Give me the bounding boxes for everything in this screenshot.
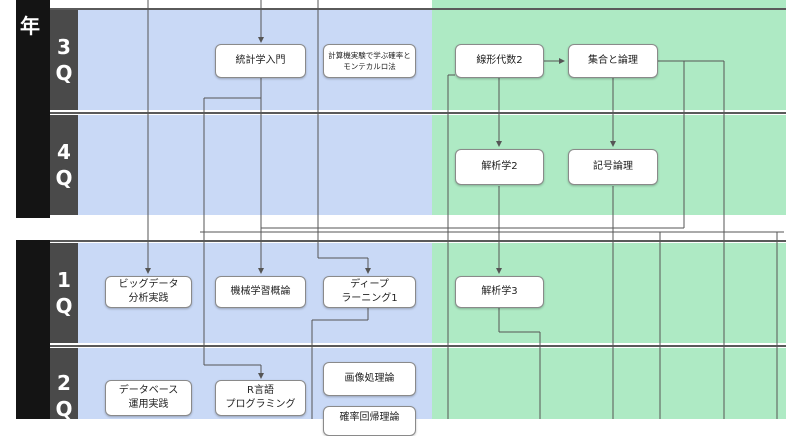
row-divider-1q-2q	[50, 345, 786, 347]
node-sets-and-logic[interactable]: 集合と論理	[568, 44, 658, 78]
zone-blue-4q	[78, 115, 432, 215]
quarter-2q-number: 2	[57, 371, 71, 395]
row-divider-top	[50, 8, 786, 10]
quarter-4q-number: 4	[57, 140, 71, 164]
quarter-3q-letter: Q	[55, 61, 73, 85]
year-bar-top	[16, 0, 50, 218]
year-bar-bottom	[16, 240, 50, 419]
node-symbolic-logic[interactable]: 記号論理	[568, 149, 658, 185]
row-divider-year	[50, 240, 786, 242]
year-label-top: 年	[20, 14, 40, 38]
quarter-1q-letter: Q	[55, 294, 73, 318]
node-intro-statistics[interactable]: 統計学入門	[215, 44, 306, 78]
node-probability-monte-carlo[interactable]: 計算機実験で学ぶ確率と モンテカルロ法	[323, 44, 416, 78]
quarter-4q: 4 Q	[50, 115, 78, 215]
quarter-3q-number: 3	[57, 35, 71, 59]
node-big-data[interactable]: ビッグデータ 分析実践	[105, 276, 192, 308]
connector-lines	[145, 0, 784, 419]
zone-green-top-strip	[432, 0, 786, 8]
node-ml-overview[interactable]: 機械学習概論	[215, 276, 306, 308]
node-analysis-3[interactable]: 解析学3	[455, 276, 544, 308]
quarter-2q-letter: Q	[55, 397, 73, 421]
node-r-programming[interactable]: R言語 プログラミング	[215, 380, 306, 416]
node-image-processing[interactable]: 画像処理論	[323, 362, 416, 396]
node-database[interactable]: データベース 運用実践	[105, 380, 192, 416]
row-divider-3q-4q	[50, 112, 786, 114]
quarter-2q: 2 Q	[50, 348, 78, 421]
node-analysis-2[interactable]: 解析学2	[455, 149, 544, 185]
zone-green-2q	[432, 348, 786, 419]
quarter-1q-number: 1	[57, 268, 71, 292]
node-partial-course[interactable]: 確率回帰理論	[323, 406, 416, 436]
node-linear-algebra-2[interactable]: 線形代数2	[455, 44, 544, 78]
quarter-3q: 3 Q	[50, 10, 78, 110]
quarter-4q-letter: Q	[55, 166, 73, 190]
node-deep-learning-1[interactable]: ディープ ラーニング1	[323, 276, 416, 308]
quarter-1q: 1 Q	[50, 243, 78, 343]
